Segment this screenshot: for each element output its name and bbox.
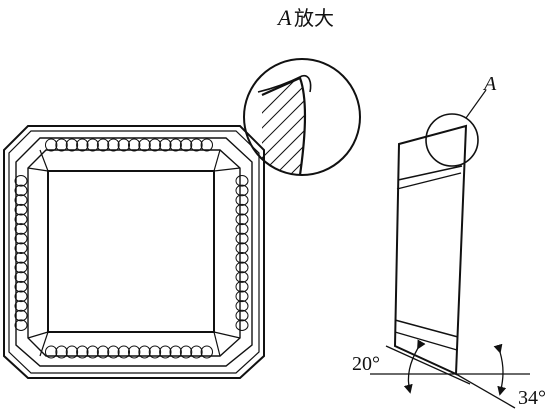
section-hatching: [262, 78, 305, 175]
groove-loop: [14, 203, 28, 216]
zoom-title: A 放大: [276, 5, 334, 30]
groove-loop: [44, 345, 58, 359]
angle-annotations: 20° 34°: [352, 339, 546, 409]
groove-loop: [127, 138, 141, 152]
groove-loop: [14, 175, 28, 187]
side-land-line-top-2: [396, 172, 462, 190]
groove-loop: [138, 345, 151, 359]
rake-line: [385, 345, 471, 385]
groove-loop: [138, 138, 151, 152]
detail-a-label: A: [482, 73, 497, 95]
groove-loop: [190, 345, 203, 359]
groove-loop: [14, 242, 28, 254]
groove-loop: [235, 223, 249, 235]
insert-side-view: A: [393, 73, 497, 376]
detail-a-marker-circle: [425, 113, 479, 167]
groove-loop: [14, 309, 28, 322]
insert-outer-outline-inner: [8, 130, 260, 374]
groove-loop: [86, 345, 99, 359]
groove-loop: [44, 138, 58, 152]
groove-loop: [235, 213, 249, 226]
groove-loop: [14, 280, 28, 293]
groove-loop: [200, 345, 214, 359]
groove-loop: [14, 271, 28, 283]
groove-loop: [76, 138, 89, 152]
angle-20-arc: [403, 339, 426, 394]
groove-loop: [235, 261, 249, 274]
groove-loop: [96, 138, 110, 152]
groove-loop: [127, 345, 141, 359]
groove-loop: [107, 345, 120, 359]
groove-loop: [65, 138, 79, 152]
groove-loop: [235, 309, 249, 322]
groove-loop: [14, 300, 28, 312]
side-land-line-bottom-2: [394, 331, 458, 351]
zoom-title-letter: A: [276, 5, 292, 30]
groove-loop: [14, 319, 28, 331]
angle-34-label: 34°: [518, 387, 546, 409]
groove-loop: [14, 184, 28, 197]
chip-breaker-grooves-bottom: [44, 345, 214, 359]
edge-hone-line: [257, 74, 312, 93]
chip-breaker-grooves-top: [44, 138, 214, 152]
groove-loop: [235, 280, 249, 293]
detail-a-leader: [465, 89, 487, 119]
groove-loop: [235, 194, 249, 206]
groove-loop: [107, 138, 120, 152]
groove-loop: [159, 345, 172, 359]
clearance-line: [455, 373, 516, 409]
insert-outer-outline: [3, 125, 265, 379]
detail-a-zoom: [243, 58, 361, 176]
groove-loop: [14, 223, 28, 235]
groove-loop: [235, 300, 249, 312]
groove-loop: [235, 203, 249, 216]
groove-loop: [235, 232, 249, 245]
groove-loop: [55, 138, 68, 152]
groove-loop: [14, 194, 28, 206]
groove-loop: [190, 138, 203, 152]
groove-loop: [76, 345, 89, 359]
groove-loop: [14, 261, 28, 274]
angle-20-label: 20°: [352, 353, 380, 375]
zoom-title-text: 放大: [294, 7, 334, 30]
groove-loop: [14, 213, 28, 226]
groove-loop: [65, 345, 79, 359]
groove-loop: [235, 319, 249, 331]
groove-loop: [86, 138, 99, 152]
groove-loop: [14, 252, 28, 264]
groove-loop: [235, 175, 249, 187]
groove-loop: [96, 345, 110, 359]
corner-transitions: [27, 149, 241, 357]
groove-loop: [235, 184, 249, 197]
groove-loop: [235, 242, 249, 254]
groove-loop: [200, 138, 214, 152]
angle-34-arc: [493, 343, 507, 396]
groove-loop: [14, 290, 28, 303]
side-land-line-bottom: [394, 319, 459, 338]
insert-top-view: [3, 125, 265, 379]
groove-loop: [14, 232, 28, 245]
groove-loop: [235, 271, 249, 283]
groove-loop: [148, 345, 162, 359]
chip-breaker-grooves-right: [235, 175, 249, 331]
chip-groove-inner-outline: [27, 149, 241, 357]
groove-loop: [117, 345, 131, 359]
side-land-line-top: [397, 165, 463, 181]
groove-loop: [179, 138, 193, 152]
edge-profile: [261, 76, 306, 175]
groove-loop: [235, 252, 249, 264]
groove-loop: [169, 345, 182, 359]
chip-breaker-grooves-left: [14, 175, 28, 331]
groove-loop: [179, 345, 193, 359]
groove-loop: [169, 138, 182, 152]
groove-loop: [117, 138, 131, 152]
zoom-circle: [243, 58, 361, 176]
groove-loop: [148, 138, 162, 152]
groove-loop: [235, 290, 249, 303]
groove-loop: [55, 345, 68, 359]
insert-center-face: [47, 170, 215, 333]
groove-loop: [159, 138, 172, 152]
